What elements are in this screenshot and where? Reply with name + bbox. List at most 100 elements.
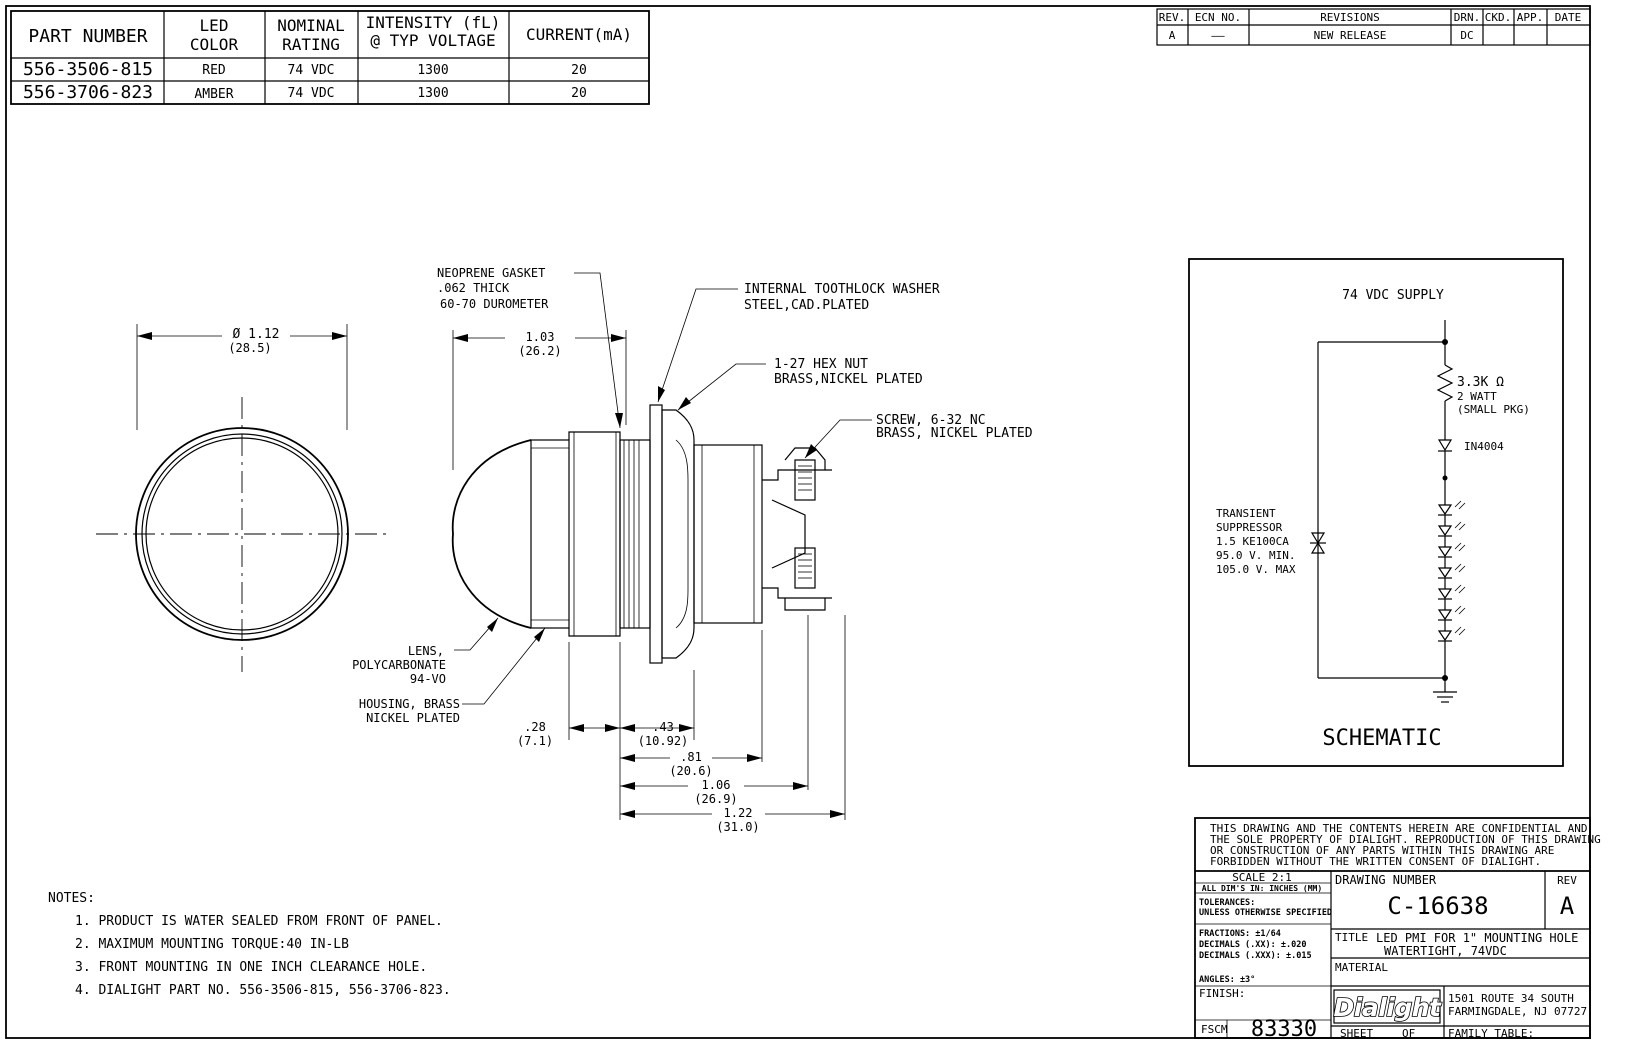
dialight-logo-frame bbox=[1333, 989, 1441, 1024]
title-label: TITLE bbox=[1335, 931, 1368, 944]
sheet-border bbox=[5, 5, 1591, 1039]
label-washer-1: INTERNAL TOOTHLOCK WASHER bbox=[744, 282, 940, 297]
label-lens-3: 94-VO bbox=[410, 672, 446, 686]
schematic-title: SCHEMATIC bbox=[1322, 726, 1441, 751]
dim-106: 1.06 bbox=[702, 778, 731, 792]
row2-current: 20 bbox=[571, 86, 587, 101]
dim-081: .81 bbox=[680, 750, 702, 764]
dim-122: 1.22 bbox=[724, 806, 753, 820]
dim-043-mm: (10.92) bbox=[638, 734, 689, 748]
row1-rating: 74 VDC bbox=[288, 63, 335, 78]
suppressor-3: 1.5 KE100CA bbox=[1216, 535, 1289, 548]
rev-header-drn: DRN. bbox=[1454, 11, 1481, 24]
parts-table: PART NUMBER LED COLOR NOMINAL RATING INT… bbox=[10, 10, 650, 105]
angles: ANGLES: ±3° bbox=[1199, 975, 1255, 985]
suppressor-1: TRANSIENT bbox=[1216, 507, 1276, 520]
row1-intensity: 1300 bbox=[417, 63, 448, 78]
row1-part: 556-3506-815 bbox=[23, 59, 153, 80]
header-nominal-2: RATING bbox=[282, 35, 340, 54]
header-current: CURRENT(mA) bbox=[526, 25, 632, 44]
rev-header-ecn: ECN NO. bbox=[1195, 11, 1241, 24]
dim-overall: 1.03 bbox=[526, 330, 555, 344]
material-label: MATERIAL bbox=[1335, 961, 1388, 974]
header-intensity-1: INTENSITY (fL) bbox=[366, 13, 501, 32]
label-screw-1: SCREW, 6-32 NC bbox=[876, 413, 986, 428]
dim-028: .28 bbox=[524, 720, 546, 734]
dim-081-mm: (20.6) bbox=[669, 764, 712, 778]
label-lens-1: LENS, bbox=[408, 644, 444, 658]
dim-overall-mm: (26.2) bbox=[518, 344, 561, 358]
revisions-table: REV. ECN NO. REVISIONS DRN. CKD. APP. DA… bbox=[1156, 8, 1591, 46]
note-1: 1. PRODUCT IS WATER SEALED FROM FRONT OF… bbox=[75, 914, 443, 929]
row2-part: 556-3706-823 bbox=[23, 82, 153, 103]
row2-intensity: 1300 bbox=[417, 86, 448, 101]
family-table-label: FAMILY TABLE: bbox=[1448, 1027, 1534, 1040]
fscm-value: 83330 bbox=[1251, 1017, 1317, 1042]
dim-106-mm: (26.9) bbox=[694, 792, 737, 806]
rev-header-rev: REV. bbox=[1159, 11, 1186, 24]
rev-header-app: APP. bbox=[1517, 11, 1544, 24]
address-2: FARMINGDALE, NJ 07727 bbox=[1448, 1005, 1587, 1018]
label-gasket-1: NEOPRENE GASKET bbox=[437, 266, 545, 280]
address-1: 1501 ROUTE 34 SOUTH bbox=[1448, 992, 1574, 1005]
label-washer-2: STEEL,CAD.PLATED bbox=[744, 298, 869, 313]
header-nominal-1: NOMINAL bbox=[277, 16, 344, 35]
fscm-label: FSCM bbox=[1201, 1023, 1228, 1036]
tolerances-2: UNLESS OTHERWISE SPECIFIED bbox=[1199, 908, 1332, 918]
suppressor-4: 95.0 V. MIN. bbox=[1216, 549, 1295, 562]
schematic: 74 VDC SUPPLY 3.3K Ω 2 WATT (SMALL PKG) … bbox=[1188, 258, 1564, 767]
suppressor-5: 105.0 V. MAX bbox=[1216, 563, 1296, 576]
rev-row-ecn: —— bbox=[1211, 29, 1225, 42]
drawing-number: C-16638 bbox=[1387, 892, 1488, 920]
front-view: Ø 1.12 (28.5) bbox=[96, 324, 386, 672]
diode-label: IN4004 bbox=[1464, 440, 1504, 453]
title-line-1: LED PMI FOR 1" MOUNTING HOLE bbox=[1376, 931, 1578, 945]
notes-heading: NOTES: bbox=[48, 891, 95, 906]
label-nut-2: BRASS,NICKEL PLATED bbox=[774, 372, 923, 387]
label-nut-1: 1-27 HEX NUT bbox=[774, 357, 868, 372]
rev-header-revisions: REVISIONS bbox=[1320, 11, 1380, 24]
confidential-line-4: FORBIDDEN WITHOUT THE WRITTEN CONSENT OF… bbox=[1210, 855, 1541, 868]
rev-header-ckd: CKD. bbox=[1485, 11, 1512, 24]
resistor-pkg: (SMALL PKG) bbox=[1457, 403, 1530, 416]
dim-043: .43 bbox=[652, 720, 674, 734]
header-intensity-2: @ TYP VOLTAGE bbox=[370, 31, 495, 50]
row1-color: RED bbox=[202, 63, 226, 78]
fractions: FRACTIONS: ±1/64 bbox=[1199, 929, 1281, 939]
resistor-watt: 2 WATT bbox=[1457, 390, 1497, 403]
led-string bbox=[1437, 500, 1466, 692]
note-4: 4. DIALIGHT PART NO. 556-3506-815, 556-3… bbox=[75, 983, 451, 998]
finish: FINISH: bbox=[1199, 987, 1245, 1000]
resistor-value: 3.3K Ω bbox=[1457, 375, 1504, 390]
dim-front-diameter-mm: (28.5) bbox=[228, 341, 271, 355]
label-lens-2: POLYCARBONATE bbox=[352, 658, 446, 672]
header-led-color-2: COLOR bbox=[190, 35, 239, 54]
label-gasket-3: 60-70 DUROMETER bbox=[440, 297, 549, 311]
rev-row-drn: DC bbox=[1460, 29, 1473, 42]
row2-color: AMBER bbox=[194, 87, 233, 102]
decimals-2: DECIMALS (.XX): ±.020 bbox=[1199, 940, 1306, 950]
row2-rating: 74 VDC bbox=[288, 86, 335, 101]
dim-122-mm: (31.0) bbox=[716, 820, 759, 834]
notes: NOTES: 1. PRODUCT IS WATER SEALED FROM F… bbox=[48, 891, 451, 998]
label-gasket-2: .062 THICK bbox=[437, 281, 510, 295]
dims-units: ALL DIM'S IN: INCHES (MM) bbox=[1202, 884, 1322, 893]
label-screw-2: BRASS, NICKEL PLATED bbox=[876, 426, 1033, 441]
confidential-line-3: OR CONSTRUCTION OF ANY PARTS WITHIN THIS… bbox=[1210, 844, 1554, 857]
rev-row-rev: A bbox=[1169, 29, 1176, 42]
rev-row-description: NEW RELEASE bbox=[1314, 29, 1387, 42]
schematic-supply: 74 VDC SUPPLY bbox=[1342, 288, 1444, 303]
scale: SCALE 2:1 bbox=[1232, 871, 1292, 884]
sheet-label: SHEET bbox=[1340, 1027, 1373, 1040]
tolerances-1: TOLERANCES: bbox=[1199, 898, 1255, 908]
title-line-2: WATERTIGHT, 74VDC bbox=[1384, 944, 1507, 958]
title-block: THIS DRAWING AND THE CONTENTS HEREIN ARE… bbox=[1194, 817, 1601, 1042]
dialight-logo: Dialight bbox=[1334, 993, 1443, 1022]
rev-value: A bbox=[1560, 892, 1575, 920]
rev-header-date: DATE bbox=[1555, 11, 1582, 24]
suppressor-2: SUPPRESSOR bbox=[1216, 521, 1283, 534]
confidential-line-2: THE SOLE PROPERTY OF DIALIGHT. REPRODUCT… bbox=[1210, 833, 1601, 846]
decimals-3: DECIMALS (.XXX): ±.015 bbox=[1199, 951, 1312, 961]
drawing-number-label: DRAWING NUMBER bbox=[1335, 873, 1437, 887]
